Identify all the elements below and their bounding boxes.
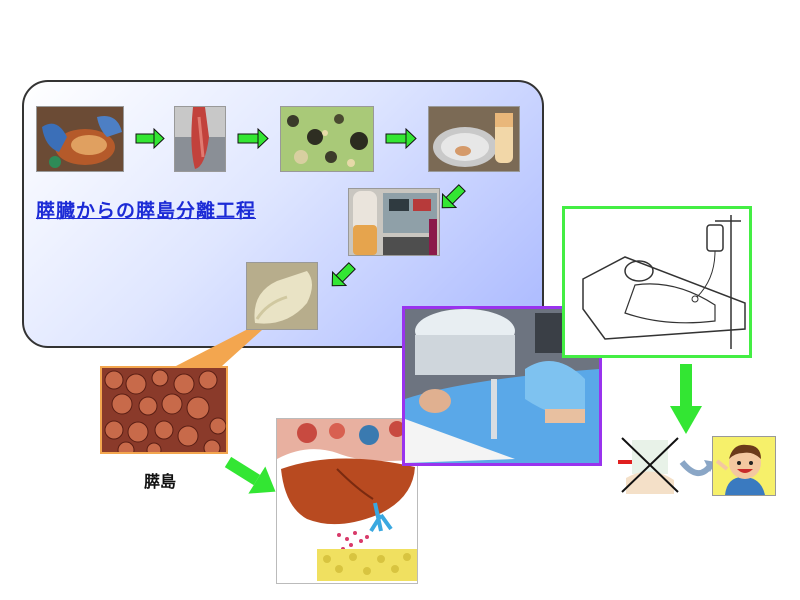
injection-crossed-icon [618, 437, 679, 494]
dish-icon [429, 107, 519, 171]
arrow-step2-step3 [237, 127, 269, 150]
happy-patient-illustration [712, 436, 776, 496]
pancreas-surgery-photo [36, 106, 124, 172]
arrow-step1-step2 [135, 127, 165, 150]
islet-label: 膵島 [144, 472, 177, 491]
arrow-islet-to-liver [224, 456, 276, 494]
patient-iv-sketch [562, 206, 752, 358]
insulin-injection-crossed [618, 434, 682, 496]
patient-in-bed-icon [582, 215, 746, 349]
happy-face-icon [713, 437, 775, 495]
bag-icon [247, 263, 317, 329]
zoom-connector [176, 330, 262, 366]
arrow-step4-step5 [441, 184, 466, 209]
cell-processor-photo [348, 188, 440, 256]
arrow-step5-step6 [331, 262, 356, 287]
islet-cells-icon [102, 368, 226, 452]
tissue-icon [175, 107, 225, 171]
arrow-patient-down [670, 364, 702, 434]
digested-tissue-microscope-photo [280, 106, 374, 172]
processor-icon [349, 189, 439, 255]
liver-illustration [276, 418, 418, 584]
liver-icon [277, 419, 417, 581]
process-title: 膵臓からの膵島分離工程 [36, 200, 257, 222]
arrow-step3-step4 [385, 127, 417, 150]
islet-microscope-photo [100, 366, 228, 454]
pancreas-surgery-icon [37, 107, 123, 171]
operating-room-icon [405, 309, 599, 463]
pancreas-tissue-photo [174, 106, 226, 172]
microscope-view-icon [281, 107, 373, 171]
collection-dish-photo [428, 106, 520, 172]
islet-bag-photo [246, 262, 318, 330]
operating-room-photo [402, 306, 602, 466]
